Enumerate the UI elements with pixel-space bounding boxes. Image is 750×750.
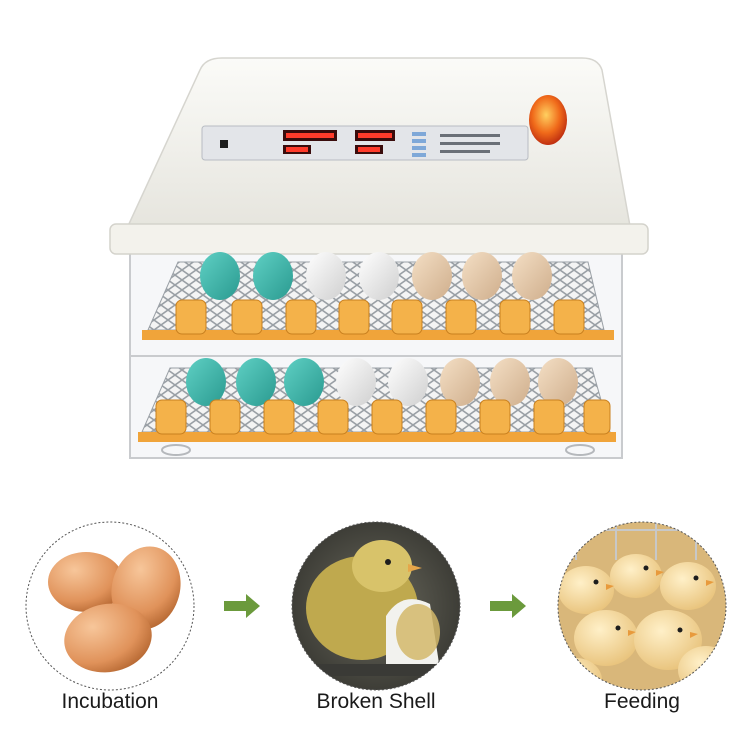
stage-label-feeding: Feeding [604,690,680,713]
candling-egg-icon [529,95,567,145]
stage-label-broken-shell: Broken Shell [316,690,436,713]
stage-incubation-image [24,520,196,692]
lower-egg-tray [138,358,616,456]
upper-egg-tray [142,252,614,340]
right-arrow-icon [224,594,260,618]
stage-feeding-image [556,520,728,692]
incubator-illustration [109,57,649,459]
incubator-lid [109,57,649,255]
stage-broken-shell-image [290,520,462,692]
stage-label-incubation: Incubation [61,690,159,713]
right-arrow-icon [490,594,526,618]
